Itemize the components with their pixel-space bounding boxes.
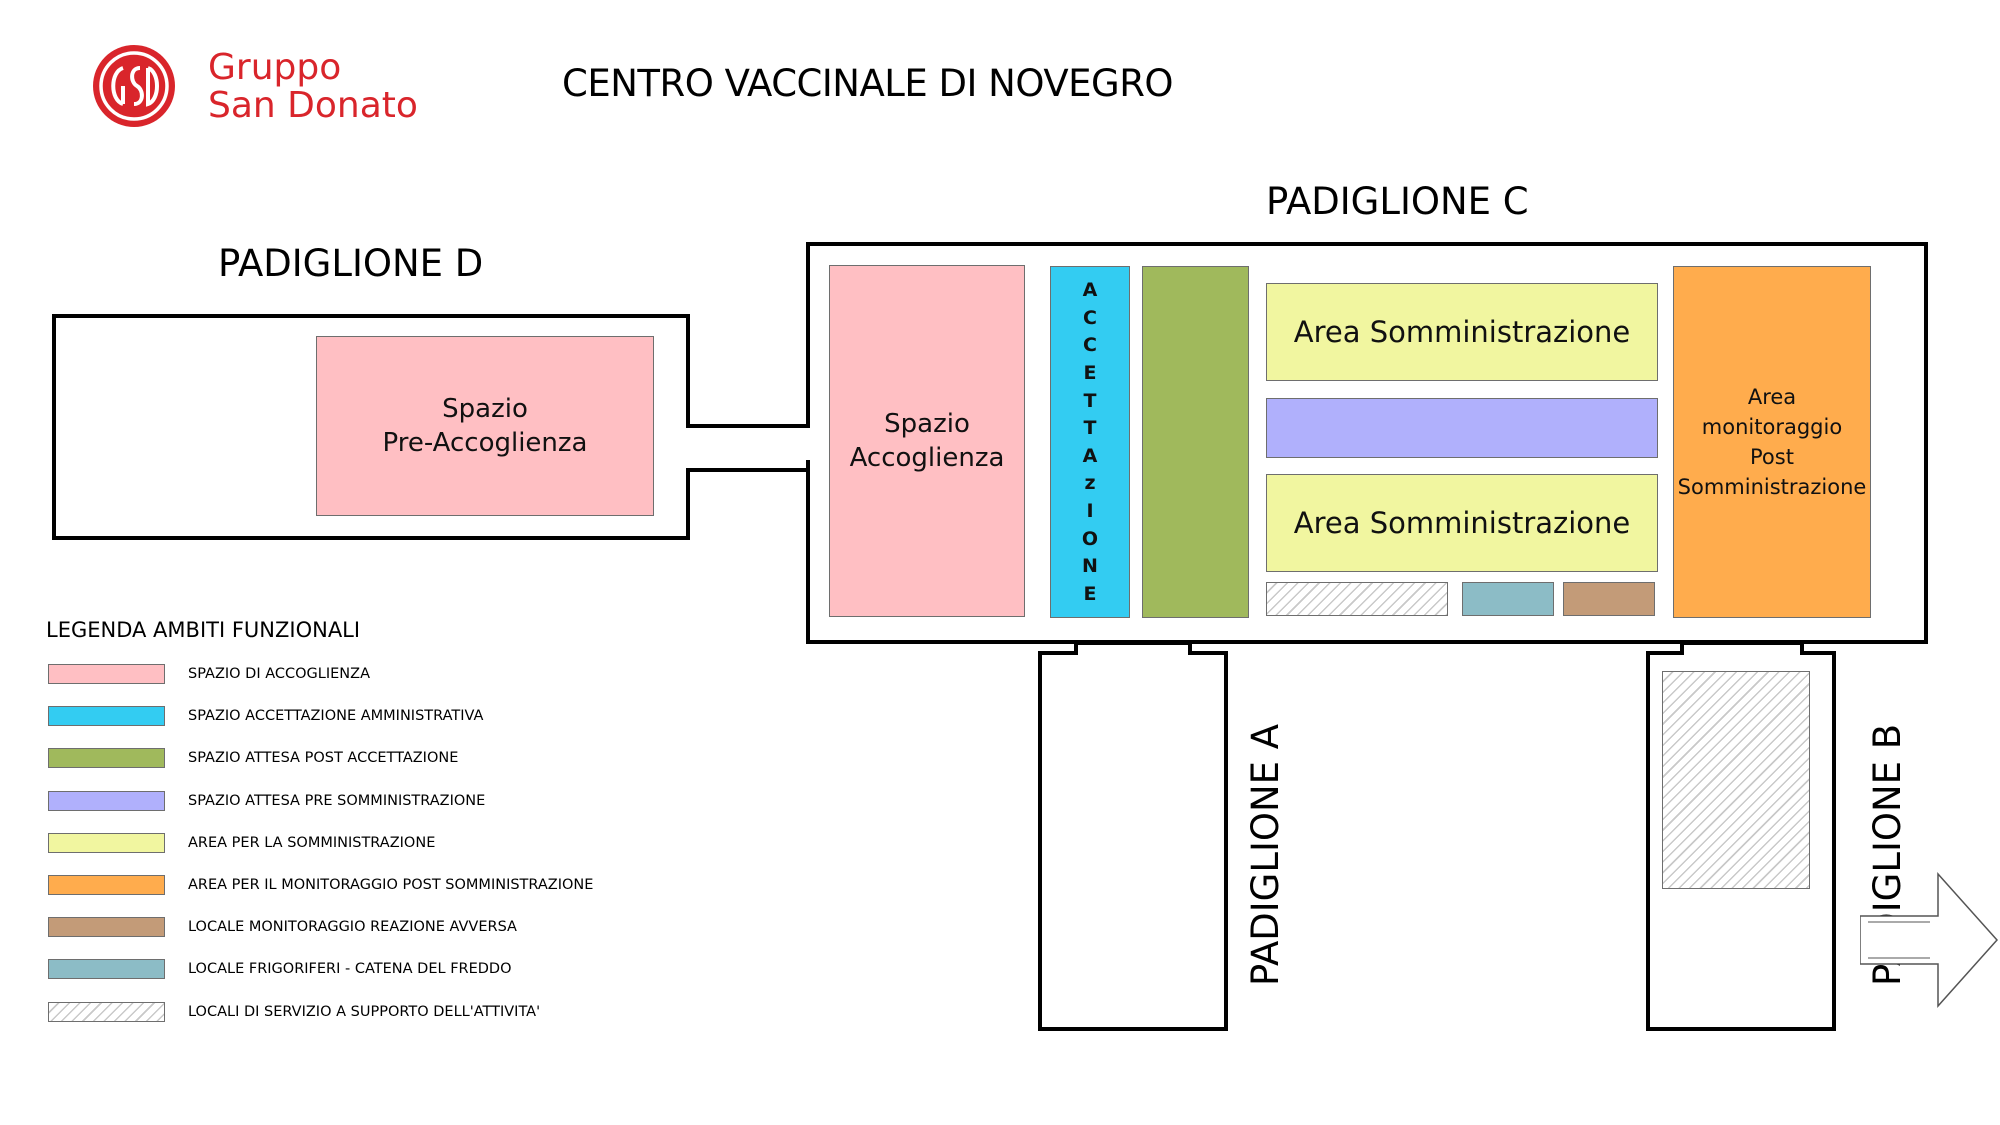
attesa-post-accettazione-room (1142, 266, 1249, 618)
accoglienza-line2: Accoglienza (849, 443, 1005, 473)
legend-swatch (48, 917, 165, 938)
accettazione-letter: O (1081, 527, 1099, 550)
accettazione-letter: C (1083, 334, 1097, 357)
accettazione-letter: T (1083, 417, 1097, 440)
accettazione-letter: A (1082, 279, 1098, 301)
legend-title: LEGENDA AMBITI FUNZIONALI (46, 618, 361, 642)
monitoraggio-line: Post (1750, 445, 1794, 469)
pavilion-a-label: PADIGLIONE A (1244, 723, 1287, 986)
brand-name-line2: San Donato (208, 85, 418, 126)
accettazione-letter: I (1086, 500, 1094, 522)
page-title: CENTRO VACCINALE DI NOVEGRO (562, 62, 1174, 105)
attesa-pre-somministrazione-room (1266, 398, 1658, 458)
pre-accoglienza-line2: Pre-Accoglienza (382, 428, 588, 458)
monitoraggio-line: Area (1747, 385, 1797, 409)
legend-swatch (48, 875, 165, 895)
legend-swatch (48, 706, 165, 727)
accettazione-letter: N (1082, 555, 1098, 578)
brand-name-line1: Gruppo (208, 47, 342, 88)
accettazione-letter: T (1083, 389, 1097, 412)
pavilion-a-connector (1074, 641, 1192, 655)
monitoraggio-line: monitoraggio (1701, 415, 1843, 439)
legend-swatch (48, 1001, 165, 1022)
reazione-avversa-room (1563, 582, 1655, 616)
accettazione-letter: z (1084, 472, 1096, 495)
frigoriferi-room (1462, 582, 1554, 616)
monitoraggio-line: Somministrazione (1677, 475, 1867, 499)
legend-item-label: SPAZIO ATTESA POST ACCETTAZIONE (188, 750, 459, 767)
accettazione-letter: E (1083, 582, 1097, 605)
legend-item-label: SPAZIO ATTESA PRE SOMMINISTRAZIONE (188, 792, 486, 809)
exit-arrow-icon (1860, 872, 1999, 1008)
pavilion-d-label: PADIGLIONE D (218, 242, 484, 285)
legend-item-label: AREA PER LA SOMMINISTRAZIONE (188, 834, 436, 851)
pavilion-b-connector (1680, 641, 1804, 655)
legend-item-label: SPAZIO ACCETTAZIONE AMMINISTRATIVA (188, 708, 484, 725)
service-room-c (1266, 582, 1448, 616)
legend-swatch (48, 959, 165, 980)
legend-swatch (48, 790, 165, 811)
accettazione-letter: A (1082, 444, 1098, 467)
legend-item-label: SPAZIO DI ACCOGLIENZA (188, 666, 371, 682)
corridor-opening (804, 428, 814, 460)
service-room-b (1662, 671, 1810, 889)
legend-item-label: AREA PER IL MONITORAGGIO POST SOMMINISTR… (188, 877, 594, 893)
accettazione-letter: C (1083, 306, 1097, 329)
legend-item-label: LOCALE MONITORAGGIO REAZIONE AVVERSA (188, 919, 517, 936)
corridor-d-c (686, 424, 810, 472)
accoglienza-line1: Spazio (884, 409, 970, 439)
somministrazione-room-1: Area Somministrazione (1266, 283, 1658, 381)
somministrazione-label-1: Area Somministrazione (1293, 315, 1631, 349)
legend-item-label: LOCALE FRIGORIFERI - CATENA DEL FREDDO (188, 961, 512, 978)
accettazione-letter: E (1083, 361, 1097, 384)
accoglienza-room: Spazio Accoglienza (829, 265, 1025, 617)
legend-swatch (48, 748, 165, 769)
legend-swatch (48, 832, 165, 853)
legend-item-label: LOCALI DI SERVIZIO A SUPPORTO DELL'ATTIV… (188, 1003, 541, 1020)
pre-accoglienza-line1: Spazio (442, 394, 528, 424)
somministrazione-room-2: Area Somministrazione (1266, 474, 1658, 572)
pre-accoglienza-room: Spazio Pre-Accoglienza (316, 336, 654, 516)
pavilion-a-outline (1038, 651, 1228, 1031)
pavilion-c-label: PADIGLIONE C (1266, 180, 1529, 223)
gsd-logo-icon (93, 45, 175, 127)
somministrazione-label-2: Area Somministrazione (1293, 506, 1631, 540)
legend-swatch (48, 664, 165, 684)
